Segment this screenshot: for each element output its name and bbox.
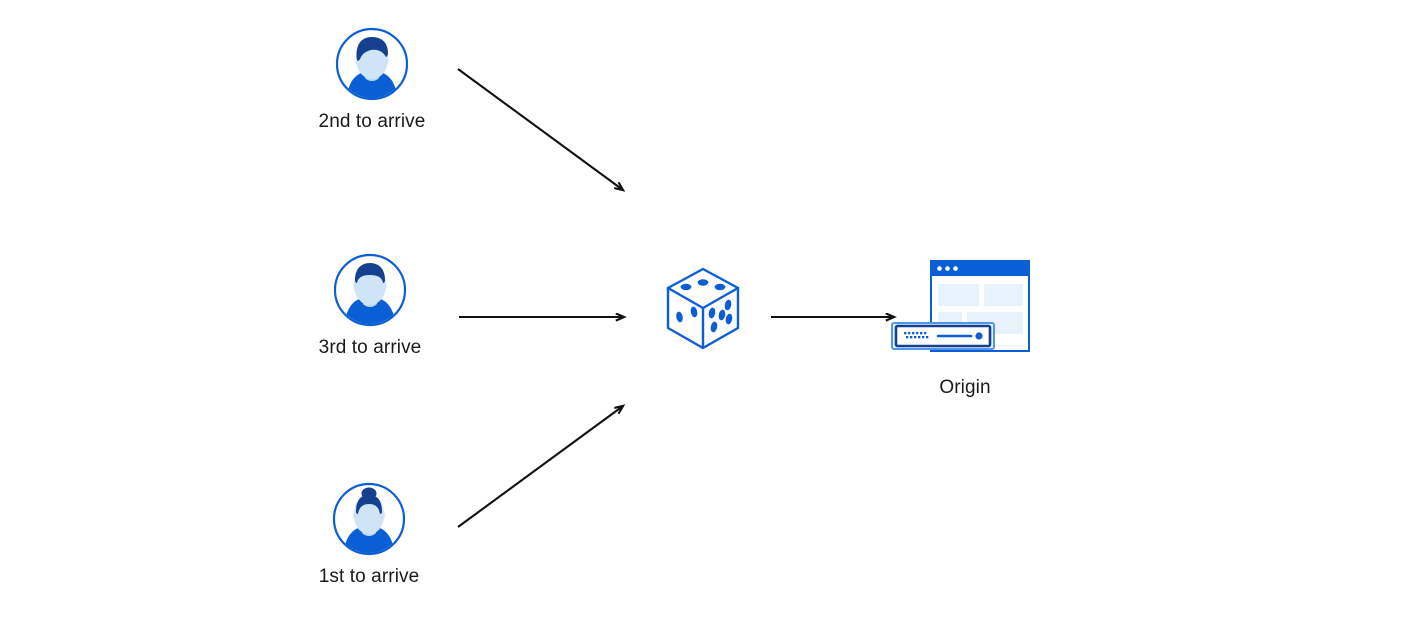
client-label: 2nd to arrive: [318, 111, 426, 132]
server-appliance: [891, 322, 995, 350]
dice-icon: [660, 263, 746, 353]
client-label: 3rd to arrive: [318, 337, 422, 358]
node-client-2nd: 2nd to arrive: [292, 27, 452, 134]
node-dice: [648, 263, 758, 363]
node-client-3rd: 3rd to arrive: [290, 253, 450, 360]
user-avatar-icon: [332, 482, 406, 556]
node-origin: Origin: [875, 255, 1055, 400]
user-avatar-icon: [333, 253, 407, 327]
arrow-2nd-to-dice: [457, 68, 623, 190]
origin-label: Origin: [939, 377, 991, 398]
arrow-1st-to-dice: [457, 406, 623, 528]
node-client-1st: 1st to arrive: [289, 482, 449, 589]
origin-server-icon: [875, 255, 1055, 365]
client-label: 1st to arrive: [318, 566, 420, 587]
user-avatar-icon: [335, 27, 409, 101]
